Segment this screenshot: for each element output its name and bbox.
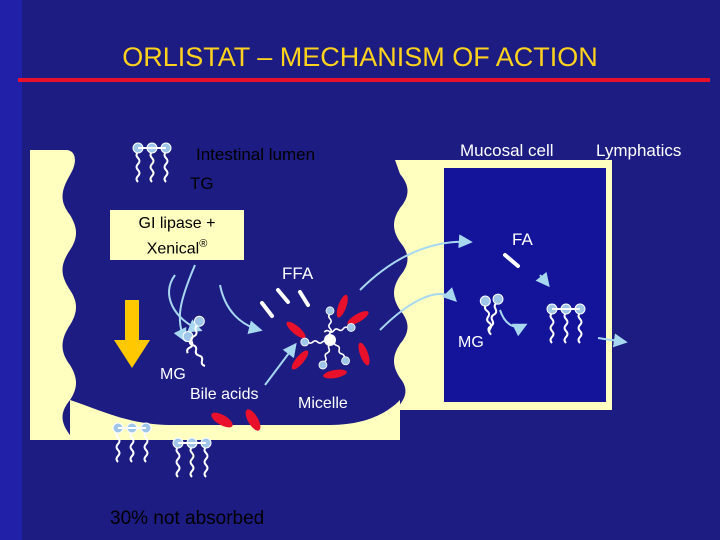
triglyceride-lumen: [133, 143, 171, 182]
intestinal-villi: [30, 150, 76, 440]
label-intestinal-lumen: Intestinal lumen: [196, 145, 316, 164]
micelle: [286, 294, 370, 379]
arrow-lipase-to-mg: [173, 264, 196, 343]
label-gi-lipase: GI lipase +: [138, 215, 216, 232]
title-underline: [18, 78, 710, 82]
label-not-absorbed: 30% not absorbed: [110, 508, 265, 529]
label-ffa: FFA: [282, 264, 314, 283]
gi-lipase-box: GI lipase + Xenical®: [110, 210, 244, 260]
page-title: ORLISTAT – MECHANISM OF ACTION: [122, 42, 598, 72]
registered-mark: ®: [199, 238, 208, 250]
arrow-bile-to-micelle: [264, 342, 297, 386]
label-mg-cell: MG: [458, 334, 484, 351]
villus-base: [70, 400, 400, 440]
label-lymphatics: Lymphatics: [596, 141, 682, 160]
arrow-mg-resynthesis: [499, 309, 528, 337]
label-xenical-line: Xenical®: [110, 234, 244, 259]
arrow-micelle-to-cell-fa: [359, 234, 473, 291]
arrow-tg-to-lipase: [168, 274, 203, 333]
label-fa: FA: [512, 230, 533, 249]
triglyceride-unabsorbed-right: [173, 438, 211, 477]
label-micelle: Micelle: [298, 395, 348, 412]
label-tg: TG: [190, 174, 214, 193]
arrow-micelle-to-cell-mg: [379, 287, 457, 331]
label-mg-lumen: MG: [160, 366, 186, 383]
slide-accent-bar: [0, 0, 22, 540]
label-mucosal-cell: Mucosal cell: [460, 141, 554, 160]
bile-acids-free: [211, 409, 261, 431]
label-xenical: Xenical: [146, 240, 200, 258]
arrow-to-ffa: [219, 284, 263, 335]
arrow-fa-resynthesis: [535, 271, 550, 288]
triglyceride-unabsorbed-left: [113, 423, 151, 462]
not-absorbed-arrow: [114, 300, 150, 368]
fatty-acid-free: [260, 253, 520, 318]
label-bile-acids: Bile acids: [190, 386, 259, 403]
mucosal-cell-interior: [444, 168, 606, 402]
arrow-to-lymphatics: [597, 333, 628, 348]
